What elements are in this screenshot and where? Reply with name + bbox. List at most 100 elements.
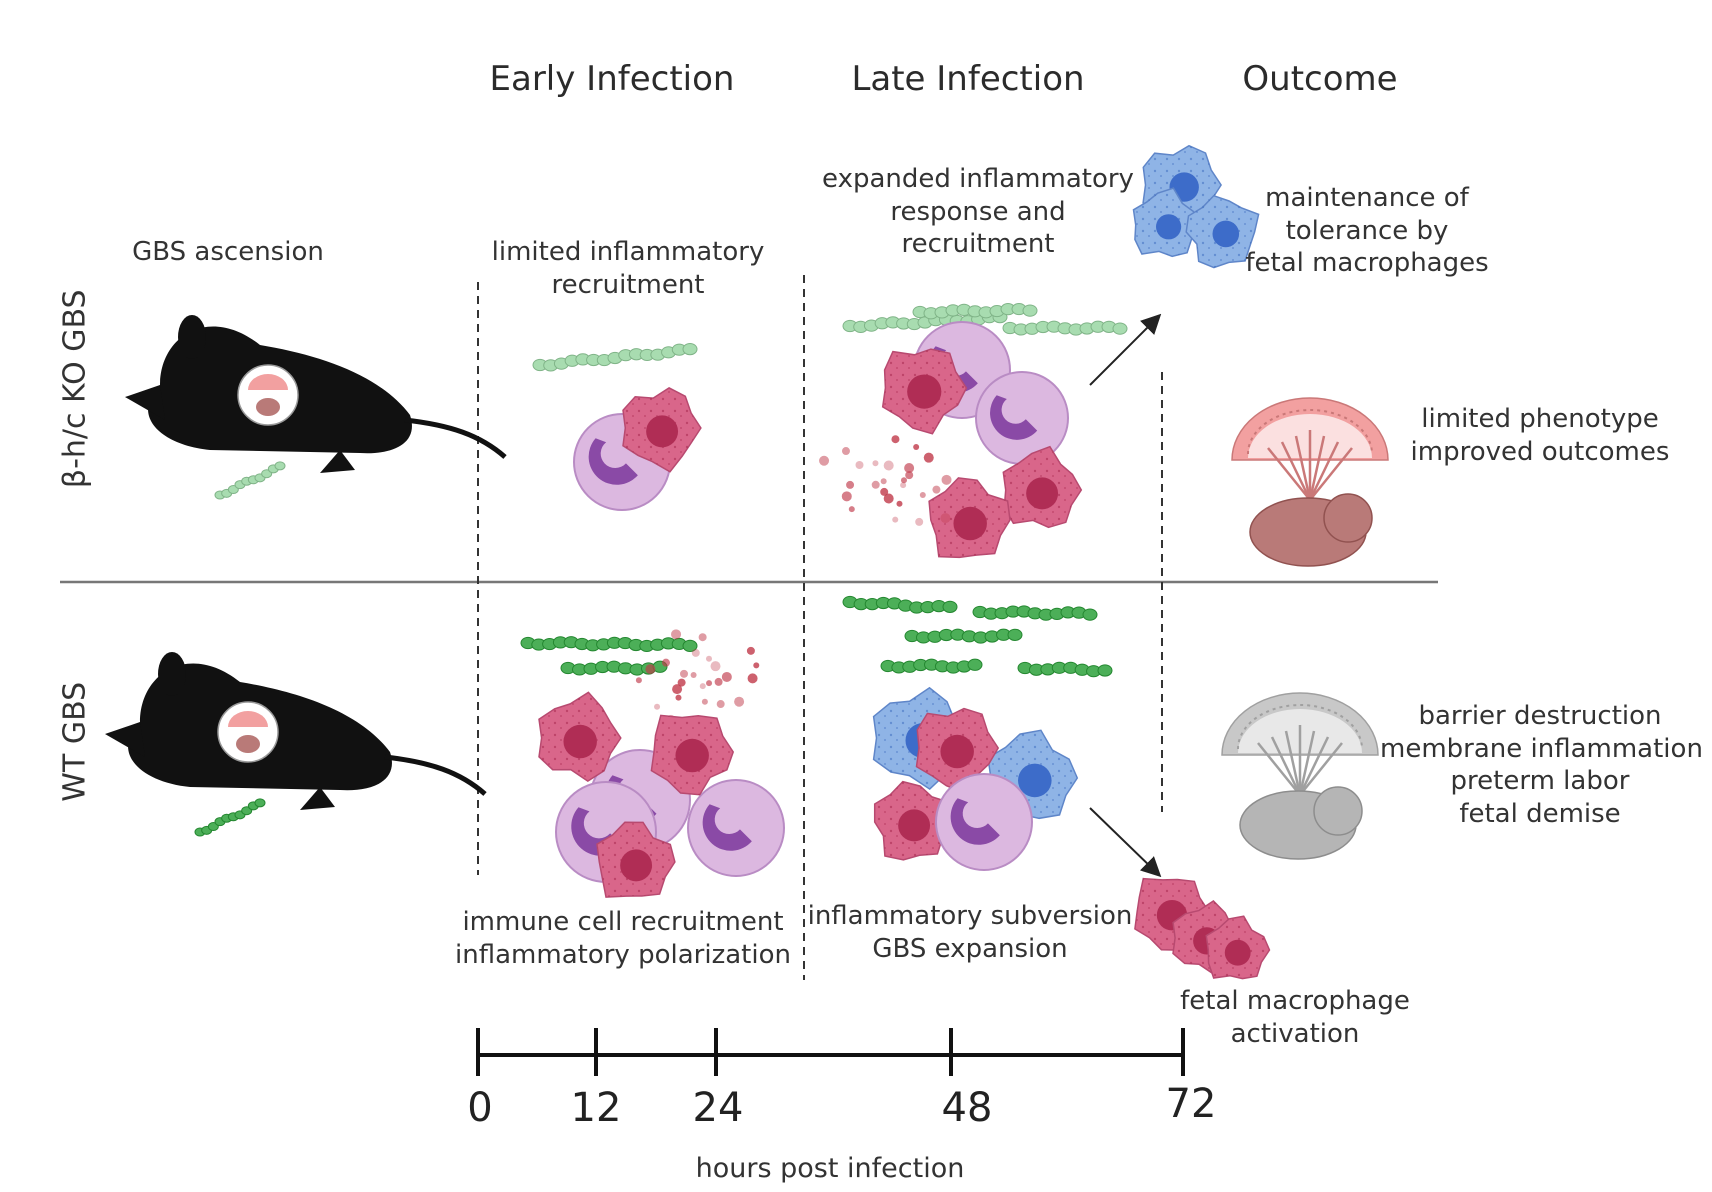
label-wt-early-line-1: immune cell recruitment <box>462 907 784 937</box>
placenta-vessel <box>1270 736 1302 796</box>
arrow-to-fetal-activation <box>1089 807 1162 878</box>
wt-late-gbs-chain-3 <box>904 628 1023 644</box>
wt-outcome-placenta <box>1221 692 1379 796</box>
gbs-coccus <box>1082 608 1098 621</box>
mouse-hind-foot <box>320 450 355 473</box>
wt-outcome-activated-macrophage-3 <box>1205 915 1271 980</box>
cytokine-dot <box>871 480 880 489</box>
cytokine-dot <box>706 680 713 687</box>
cytokine-dot <box>841 447 850 456</box>
frame-lines <box>60 275 1438 1076</box>
placenta-vessel <box>1309 447 1353 501</box>
mouse-gbs-chain <box>214 461 286 500</box>
row-label-ko: β-h/c KO GBS <box>57 289 93 489</box>
fetus-head <box>1313 786 1363 836</box>
wt-early-gbs-chain-2 <box>560 660 668 676</box>
timeline-tick-0: 0 <box>467 1085 493 1131</box>
timeline-tick-72: 72 <box>1165 1081 1217 1127</box>
cytokine-dot <box>680 669 689 678</box>
label-wt-outcome-destruction-line-3: preterm labor <box>1450 766 1630 796</box>
arrow-to-tolerance <box>1089 313 1162 386</box>
cytokine-dot <box>716 700 725 709</box>
placenta-vessel <box>1280 441 1312 501</box>
cytokine-dot <box>855 461 864 470</box>
label-wt-outcome-fetal-activation-line-1: fetal macrophage <box>1180 986 1410 1016</box>
label-wt-outcome-destruction: barrier destruction membrane inflammatio… <box>1380 700 1703 830</box>
neutrophil-body <box>687 779 785 877</box>
label-wt-early: immune cell recruitment inflammatory pol… <box>448 906 798 971</box>
ko-late-gbs-chain-3 <box>1002 320 1128 336</box>
cytokine-dot <box>753 662 760 669</box>
gbs-coccus <box>1022 304 1038 317</box>
cytokine-dot <box>904 463 915 474</box>
ko-early-macrophage <box>622 387 702 473</box>
cytokine-dot <box>919 492 926 499</box>
cytokine-dot <box>819 455 830 466</box>
row-label-wt: WT GBS <box>57 681 93 802</box>
ko-late-neutrophil-2 <box>975 371 1069 465</box>
cytokine-dot <box>677 678 686 687</box>
cytokine-dot <box>940 513 951 524</box>
wt-late-gbs-chain-4 <box>880 658 983 674</box>
neutrophil-nucleus <box>990 395 1038 440</box>
neutrophil-nucleus <box>702 804 752 851</box>
cytokine-dot <box>672 684 683 695</box>
mouse-gbs-chain <box>194 798 266 837</box>
ko-late-macrophage-3 <box>928 477 1011 559</box>
cytokine-dot <box>746 646 755 655</box>
timeline-tick-12: 12 <box>570 1085 622 1131</box>
illustrations <box>105 144 1389 980</box>
cytokine-dot <box>699 683 706 690</box>
mouse-tail <box>384 754 487 796</box>
neutrophil-body <box>975 371 1069 465</box>
label-wt-outcome-fetal-activation: fetal macrophage activation <box>1165 985 1425 1050</box>
label-ko-late: expanded inflammatory response and recru… <box>818 163 1138 261</box>
macrophage-nucleus <box>1026 477 1059 510</box>
ko-outcome-placenta <box>1231 397 1389 501</box>
cytokine-dot <box>841 491 852 502</box>
inset-placenta <box>248 374 288 390</box>
timeline-tick-48: 48 <box>941 1085 993 1131</box>
wt-early-neutrophil-2 <box>687 779 785 877</box>
macrophage-nucleus <box>675 738 709 773</box>
gbs-coccus <box>274 461 286 471</box>
label-wt-outcome-destruction-line-2: membrane inflammation <box>1380 733 1703 764</box>
gbs-coccus <box>254 798 266 808</box>
blue-macrophage-nucleus <box>1156 214 1182 240</box>
ko-late-macrophage-2 <box>1002 445 1083 529</box>
gbs-coccus <box>967 658 983 671</box>
label-ko-late-line-3: recruitment <box>901 229 1055 259</box>
ko-outcome-tolerant-macrophage-2 <box>1132 187 1202 258</box>
label-ko-outcome-tolerance-line-2: tolerance by <box>1285 215 1449 246</box>
label-wt-late-line-2: GBS expansion <box>872 933 1068 964</box>
cytokine-dot <box>721 671 732 682</box>
wt-late-macrophage-2 <box>873 780 953 861</box>
wt-early-macrophage-3 <box>596 821 676 898</box>
label-ko-outcome-tolerance: maintenance of tolerance by fetal macrop… <box>1242 182 1492 280</box>
label-wt-outcome-destruction-line-4: fetal demise <box>1459 798 1621 829</box>
mouse-ear <box>158 652 186 696</box>
cytokine-dot <box>872 460 879 467</box>
label-ko-early-line-1: limited inflammatory <box>491 237 765 267</box>
macrophage-nucleus <box>907 374 942 409</box>
label-ko-early: limited inflammatory recruitment <box>468 236 788 301</box>
cytokine-dot <box>734 696 745 707</box>
cytokine-dot <box>880 478 887 485</box>
macrophage-nucleus <box>898 809 931 842</box>
cytokine-dot <box>710 661 721 672</box>
label-ko-outcome-phenotype: limited phenotype improved outcomes <box>1395 403 1685 468</box>
label-ko-outcome-phenotype-line-2: improved outcomes <box>1410 436 1670 467</box>
mouse-ear <box>178 315 206 359</box>
mouse-snout <box>125 385 165 420</box>
gbs-coccus <box>942 600 958 613</box>
ko-outcome-tolerant-macrophage-3 <box>1185 194 1260 269</box>
neutrophil-body <box>935 773 1033 871</box>
placenta-vessel <box>1299 742 1343 796</box>
fetus-head <box>1323 493 1373 543</box>
ko-late-gbs-chain-2 <box>912 302 1038 320</box>
label-wt-outcome-destruction-line-1: barrier destruction <box>1418 701 1662 731</box>
cytokine-dot <box>880 487 889 496</box>
wt-late-macrophage-1 <box>915 707 1000 795</box>
neutrophil-nucleus <box>950 798 1000 845</box>
